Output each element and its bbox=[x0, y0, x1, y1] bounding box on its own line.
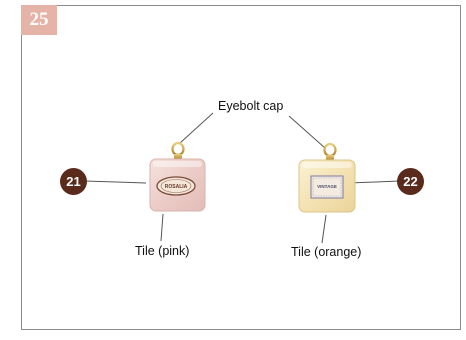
pink-tile-label bbox=[156, 176, 196, 196]
orange-eyebolt-stem bbox=[326, 155, 334, 161]
part-marker-22: 22 bbox=[397, 168, 424, 195]
eyebolt-cap-label: Eyebolt cap bbox=[218, 99, 284, 113]
tile-pink-leader bbox=[160, 213, 164, 242]
pink-eyebolt-stem bbox=[174, 154, 182, 160]
tile-orange-label: Tile (orange) bbox=[291, 245, 362, 259]
eyebolt-leader-left bbox=[179, 112, 214, 144]
illustration-frame bbox=[21, 5, 461, 330]
leader-lines bbox=[83, 112, 401, 244]
orange-pendant: VINTAGE bbox=[298, 142, 356, 213]
pink-tile-label-text: ROSALIA bbox=[165, 184, 188, 190]
pink-eyebolt-ring bbox=[171, 141, 185, 157]
marker-21-leader bbox=[83, 180, 147, 184]
marker-22-leader bbox=[347, 180, 401, 184]
step-number-badge: 25 bbox=[21, 5, 57, 35]
tile-pink-label: Tile (pink) bbox=[135, 244, 190, 258]
part-marker-21: 21 bbox=[60, 168, 87, 195]
tile-orange-leader bbox=[321, 214, 327, 244]
pink-pendant: ROSALIA bbox=[149, 141, 206, 212]
orange-tile-label bbox=[310, 175, 344, 199]
eyebolt-leader-right bbox=[288, 115, 326, 149]
orange-tile-label-text: VINTAGE bbox=[317, 184, 337, 189]
orange-eyebolt-ring bbox=[323, 142, 337, 158]
